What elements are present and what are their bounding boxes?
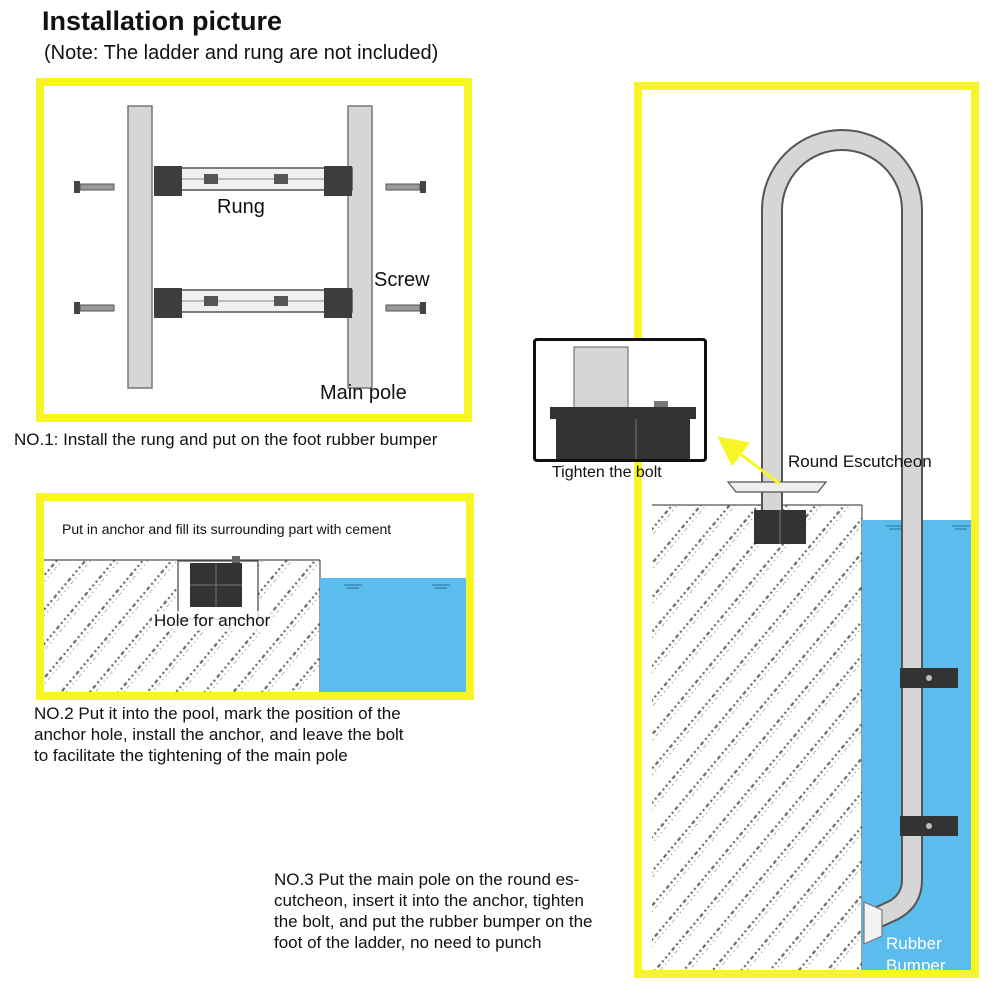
rung-label: Rung xyxy=(217,196,265,218)
hole-for-anchor-label: Hole for anchor xyxy=(152,611,273,631)
water-surface-marks xyxy=(344,584,450,589)
page-note: (Note: The ladder and rung are not inclu… xyxy=(44,42,439,64)
left-main-pole xyxy=(127,105,153,389)
step-3-line: foot of the ladder, no need to punch xyxy=(274,933,542,952)
pole-install-illustration xyxy=(652,129,971,970)
rung-top xyxy=(154,166,353,196)
screw-right-bottom xyxy=(385,302,426,314)
zoom-anchor-body xyxy=(556,419,690,459)
rubber-bumper-label-line1: Rubber xyxy=(886,934,942,953)
tighten-bolt-label: Tighten the bolt xyxy=(552,464,662,481)
pool-water xyxy=(320,578,466,692)
ladder-pole xyxy=(763,131,921,931)
step-2-line: anchor hole, install the anchor, and lea… xyxy=(34,725,404,744)
bolt-top xyxy=(232,556,240,563)
rubber-bumper xyxy=(863,901,883,945)
zoom-anchor-top xyxy=(550,407,696,419)
screw-left-bottom xyxy=(74,302,115,314)
rung-install-illustration xyxy=(74,105,426,389)
step-3-line: cutcheon, insert it into the anchor, tig… xyxy=(274,891,584,910)
rung-bottom xyxy=(154,288,353,318)
screw-left-top xyxy=(74,181,115,193)
step-3-line: the bolt, and put the rubber bumper on t… xyxy=(274,912,593,931)
step-1-text: NO.1: Install the rung and put on the fo… xyxy=(14,430,438,449)
round-escutcheon xyxy=(726,481,828,493)
step-3-line: NO.3 Put the main pole on the round es- xyxy=(274,870,580,889)
round-escutcheon-label: Round Escutcheon xyxy=(788,452,932,471)
step-2-text: NO.2 Put it into the pool, mark the posi… xyxy=(34,703,404,766)
bolt-zoom-illustration xyxy=(550,346,696,459)
bolt-zoom-callout xyxy=(533,338,707,462)
step-2-line: to facilitate the tightening of the main… xyxy=(34,746,348,765)
main-pole-label: Main pole xyxy=(320,382,407,404)
screw-label: Screw xyxy=(374,269,430,291)
pool-wall-cement xyxy=(652,505,862,970)
page-title: Installation picture xyxy=(42,6,283,36)
anchor-instruction: Put in anchor and fill its surrounding p… xyxy=(62,521,392,537)
step-3-text: NO.3 Put the main pole on the round es- … xyxy=(274,869,593,953)
pole-install-panel: Round Escutcheon Rubber Bumper xyxy=(634,82,979,978)
zoom-bolt xyxy=(654,401,668,407)
screw-right-top xyxy=(385,181,426,193)
step-2-line: NO.2 Put it into the pool, mark the posi… xyxy=(34,704,401,723)
anchor-panel: Put in anchor and fill its surrounding p… xyxy=(36,493,474,700)
rubber-bumper-label-line2: Bumper xyxy=(886,956,946,975)
rung-install-panel: Rung Screw Main pole xyxy=(36,78,472,422)
right-main-pole xyxy=(347,105,373,389)
